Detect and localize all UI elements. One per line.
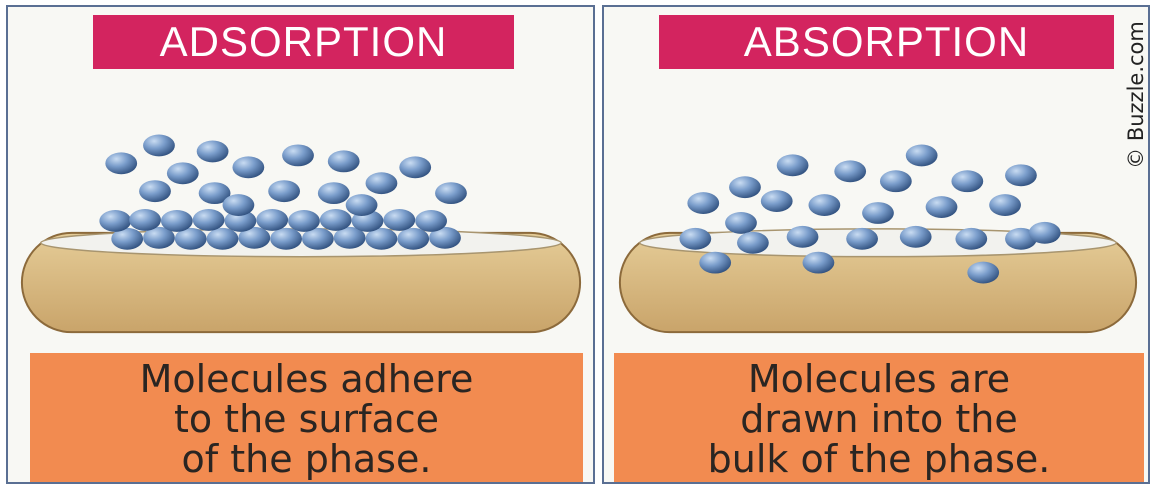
copyright-watermark: © Buzzle.com	[1121, 5, 1151, 185]
adsorption-caption-line-3: of the phase.	[30, 439, 583, 479]
adsorption-caption-line-1: Molecules adhere	[30, 359, 583, 399]
absorption-caption: Molecules are drawn into the bulk of the…	[614, 353, 1144, 483]
absorption-caption-line-1: Molecules are	[614, 359, 1144, 399]
adsorption-caption-line-2: to the surface	[30, 399, 583, 439]
adsorption-illustration	[8, 67, 593, 357]
adsorbed-molecules	[99, 135, 466, 250]
absorption-caption-line-2: drawn into the	[614, 399, 1144, 439]
substrate-slab	[22, 229, 580, 332]
copyright-text: © Buzzle.com	[1124, 21, 1148, 169]
absorption-panel: ABSORPTION	[602, 5, 1150, 484]
absorption-caption-line-3: bulk of the phase.	[614, 439, 1144, 479]
adsorption-panel: ADSORPTION	[6, 5, 595, 484]
absorption-illustration	[604, 67, 1148, 357]
absorption-title: ABSORPTION	[659, 15, 1114, 69]
adsorption-caption: Molecules adhere to the surface of the p…	[30, 353, 583, 483]
adsorption-title: ADSORPTION	[93, 15, 514, 69]
